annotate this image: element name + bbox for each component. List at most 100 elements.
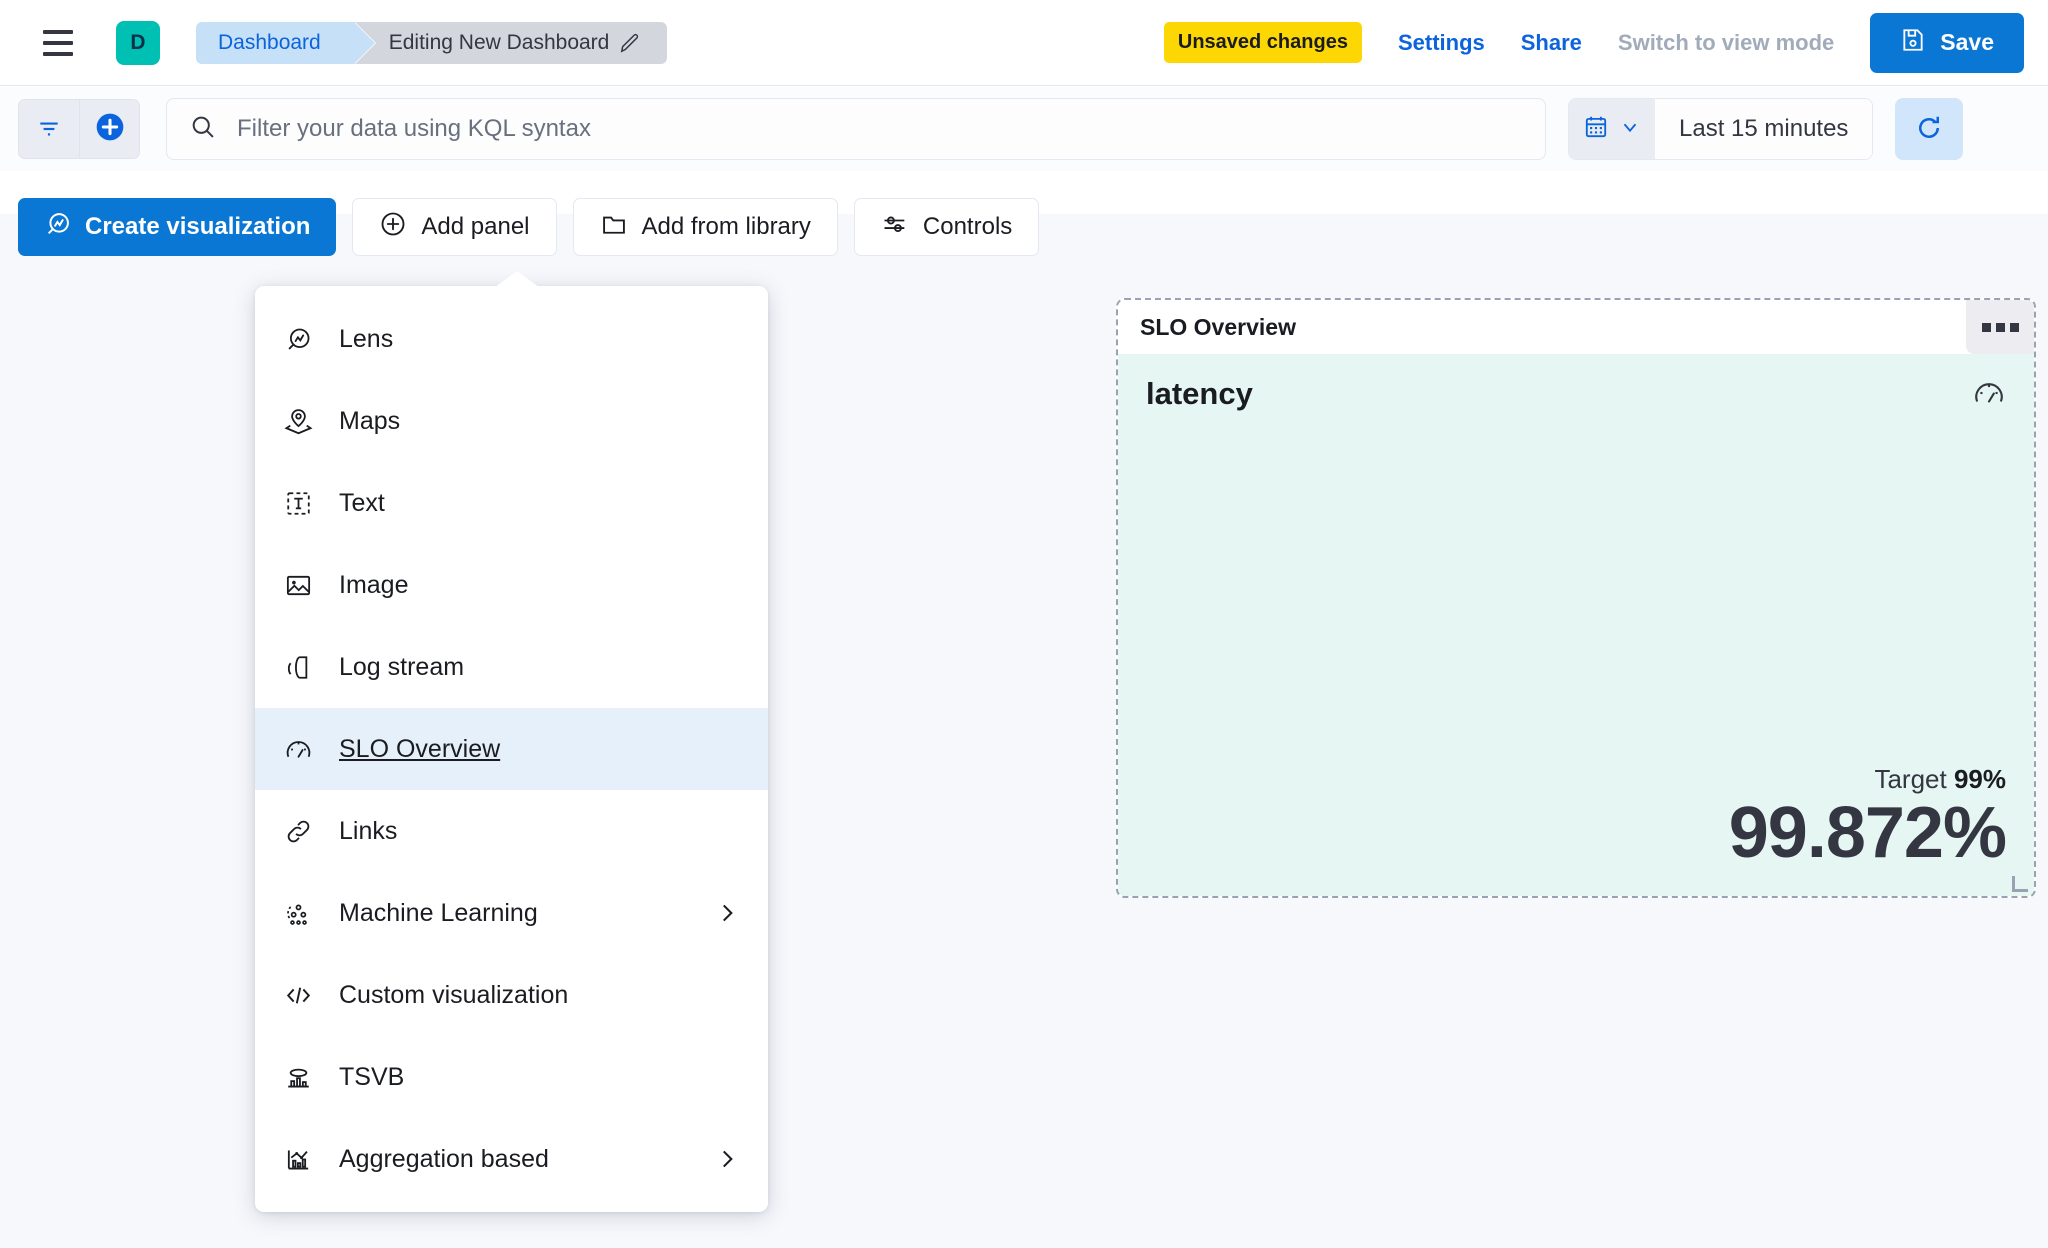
slo-target-label: Target: [1874, 763, 1947, 794]
log-stream-icon: [283, 652, 313, 682]
refresh-button[interactable]: [1895, 98, 1964, 160]
avatar[interactable]: D: [116, 20, 160, 65]
menu-item-custom-visualization[interactable]: Custom visualization: [255, 954, 768, 1036]
save-disk-icon: [1900, 27, 1926, 59]
menu-item-links[interactable]: Links: [255, 790, 768, 872]
menu-item-label: Lens: [339, 324, 394, 353]
code-icon: [283, 980, 313, 1010]
menu-square: [2009, 322, 2019, 332]
breadcrumb-label: Editing New Dashboard: [388, 30, 610, 54]
date-picker: Last 15 minutes: [1568, 98, 1874, 160]
calendar-icon: [1583, 113, 1609, 146]
slo-sli-value: 99.872%: [1728, 792, 2007, 873]
create-visualization-label: Create visualization: [85, 213, 311, 240]
breadcrumb-item-editing[interactable]: Editing New Dashboard: [354, 21, 668, 64]
pencil-icon[interactable]: [619, 32, 641, 54]
slo-footer: Target 99% 99.872%: [1146, 764, 2007, 873]
gauge-icon: [1972, 376, 2006, 415]
add-panel-menu: Lens Maps Text: [255, 271, 768, 1212]
date-quick-select-button[interactable]: [1569, 99, 1655, 159]
add-filter-button[interactable]: [79, 100, 139, 158]
lens-icon: [283, 324, 313, 354]
share-button[interactable]: Share: [1520, 29, 1582, 55]
resize-handle[interactable]: [2012, 876, 2028, 892]
image-icon: [283, 570, 313, 600]
add-panel-button[interactable]: Add panel: [352, 198, 557, 256]
menu-item-label: Log stream: [339, 652, 465, 681]
menu-item-aggregation-based[interactable]: Aggregation based: [255, 1118, 768, 1200]
menu-square: [1995, 322, 2005, 332]
chevron-right-icon: [714, 1146, 740, 1172]
slo-target-value: 99%: [1953, 763, 2006, 794]
chevron-right-icon: [714, 900, 740, 926]
slo-overview-panel[interactable]: SLO Overview latency Target 99: [1116, 298, 2036, 898]
menu-item-log-stream[interactable]: Log stream: [255, 626, 768, 708]
status-badge[interactable]: Unsaved changes: [1163, 22, 1362, 63]
menu-item-label: Links: [339, 816, 398, 845]
panel-body: latency Target 99% 99.872%: [1118, 354, 2034, 896]
slo-metric-name: latency: [1146, 376, 1253, 411]
add-from-library-label: Add from library: [641, 213, 811, 240]
slo-metric-row: latency: [1146, 376, 2006, 415]
menu-item-label: Aggregation based: [339, 1144, 549, 1173]
chevron-down-icon: [1619, 116, 1641, 143]
breadcrumb: Dashboard Editing New Dashboard: [196, 21, 668, 64]
tsvb-chart-icon: [283, 1062, 313, 1092]
menu-item-label: Text: [339, 488, 385, 517]
slo-target: Target 99%: [1146, 764, 2006, 795]
menu-item-label: SLO Overview: [339, 734, 501, 763]
breadcrumb-label: Dashboard: [218, 30, 321, 54]
query-bar: Filter your data using KQL syntax: [0, 87, 2048, 171]
hamburger-bar: [43, 29, 73, 34]
save-button-label: Save: [1940, 29, 1994, 55]
refresh-icon: [1914, 113, 1944, 146]
hamburger-bar: [43, 40, 73, 45]
menu-item-slo-overview[interactable]: SLO Overview: [255, 708, 768, 790]
create-visualization-button[interactable]: Create visualization: [18, 198, 337, 256]
link-icon: [283, 816, 313, 846]
controls-label: Controls: [922, 213, 1013, 240]
menu-item-label: TSVB: [339, 1062, 405, 1091]
menu-item-image[interactable]: Image: [255, 544, 768, 626]
menu-item-lens[interactable]: Lens: [255, 298, 768, 380]
search-icon: [189, 113, 217, 146]
agg-chart-icon: [283, 1144, 313, 1174]
add-from-library-button[interactable]: Add from library: [572, 198, 838, 256]
panel-header: SLO Overview: [1118, 300, 2034, 354]
menu-item-text[interactable]: Text: [255, 462, 768, 544]
search-input[interactable]: Filter your data using KQL syntax: [166, 98, 1546, 160]
menu-item-label: Maps: [339, 406, 401, 435]
sliders-icon: [881, 210, 909, 245]
menu-item-label: Machine Learning: [339, 898, 538, 927]
menu-square: [1981, 322, 1991, 332]
breadcrumb-item-dashboard[interactable]: Dashboard: [196, 21, 375, 64]
settings-button[interactable]: Settings: [1397, 29, 1485, 55]
header-actions: Unsaved changes Settings Share Switch to…: [1163, 12, 2024, 73]
hamburger-icon[interactable]: [36, 21, 80, 65]
plus-circle-icon: [379, 210, 407, 245]
map-marker-icon: [283, 406, 313, 436]
controls-button[interactable]: Controls: [853, 198, 1040, 256]
text-box-icon: [283, 488, 313, 518]
panel-context-menu-icon[interactable]: [1966, 300, 2034, 354]
plus-circle-icon: [94, 111, 126, 148]
lens-icon: [44, 210, 72, 245]
ml-nodes-icon: [283, 898, 313, 928]
menu-item-label: Image: [339, 570, 409, 599]
top-header: D Dashboard Editing New Dashboard Unsave…: [0, 0, 2048, 86]
menu-caret: [495, 271, 539, 287]
hamburger-bar: [43, 51, 73, 56]
switch-to-view-mode-button[interactable]: Switch to view mode: [1617, 29, 1835, 55]
dashboard-toolbar: Create visualization Add panel Add from …: [18, 198, 1040, 256]
menu-item-maps[interactable]: Maps: [255, 380, 768, 462]
save-button[interactable]: Save: [1870, 12, 2024, 73]
folder-icon: [600, 210, 628, 245]
add-panel-label: Add panel: [421, 213, 530, 240]
filter-icon[interactable]: [19, 100, 79, 158]
filter-button-group: [18, 99, 140, 159]
panel-title: SLO Overview: [1140, 313, 1296, 340]
menu-item-machine-learning[interactable]: Machine Learning: [255, 872, 768, 954]
time-range-value[interactable]: Last 15 minutes: [1655, 99, 1873, 159]
search-placeholder: Filter your data using KQL syntax: [237, 115, 591, 142]
menu-item-tsvb[interactable]: TSVB: [255, 1036, 768, 1118]
